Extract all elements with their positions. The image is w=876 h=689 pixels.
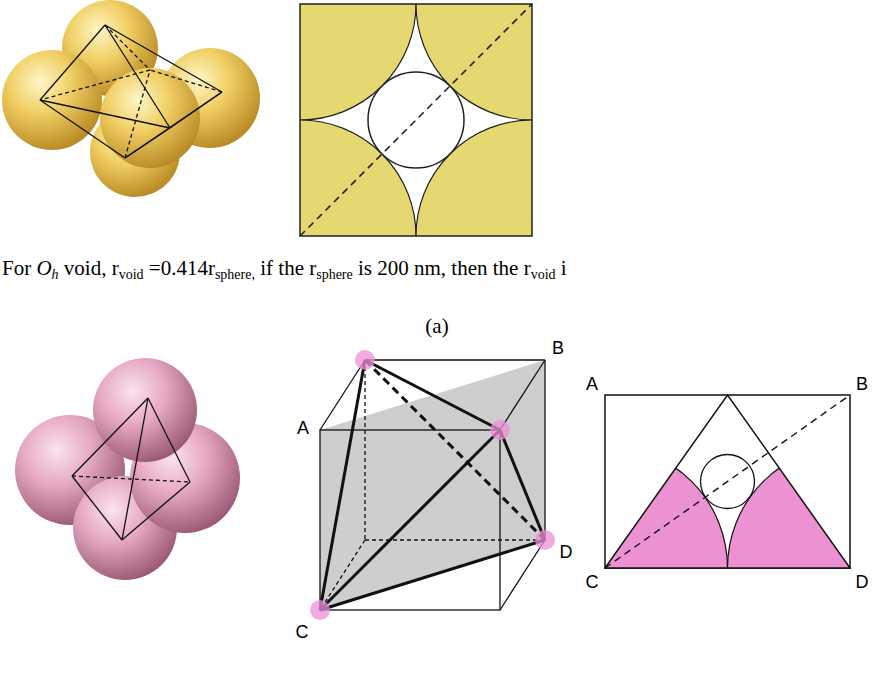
- vertex-label: B: [552, 338, 564, 359]
- vertex-label: D: [856, 572, 869, 593]
- vertex-label: A: [297, 418, 309, 439]
- caption-sentence: ForOhvoid, rvoid=0.414rsphere,if the rsp…: [2, 256, 567, 283]
- vertex-label: B: [856, 374, 868, 395]
- subscript-text: sphere: [316, 267, 353, 282]
- sentence-text: void, r: [64, 256, 119, 280]
- subscript-text: void: [531, 267, 556, 282]
- octahedral-spheres: [2, 0, 260, 197]
- sentence-text: For: [2, 256, 31, 280]
- octahedral-void-section: [184, 0, 648, 352]
- sentence-text: i: [561, 256, 567, 280]
- subscript-text: h: [52, 267, 59, 282]
- sentence-text: O: [36, 256, 51, 280]
- cube-tetrahedron: [310, 350, 555, 620]
- vertex-label: C: [296, 622, 309, 643]
- sentence-text: if the r: [260, 256, 316, 280]
- vertex-label: A: [586, 374, 598, 395]
- subscript-text: sphere,: [215, 267, 255, 282]
- tetrahedral-spheres: [15, 358, 240, 580]
- panel-label: (a): [425, 314, 448, 339]
- sentence-text: is 200 nm, then the r: [358, 256, 531, 280]
- vertex-label: D: [560, 542, 573, 563]
- tetrahedral-void-section: [483, 395, 876, 689]
- sentence-text: =0.414r: [149, 256, 215, 280]
- vertex-label: C: [586, 572, 599, 593]
- subscript-text: void: [119, 267, 144, 282]
